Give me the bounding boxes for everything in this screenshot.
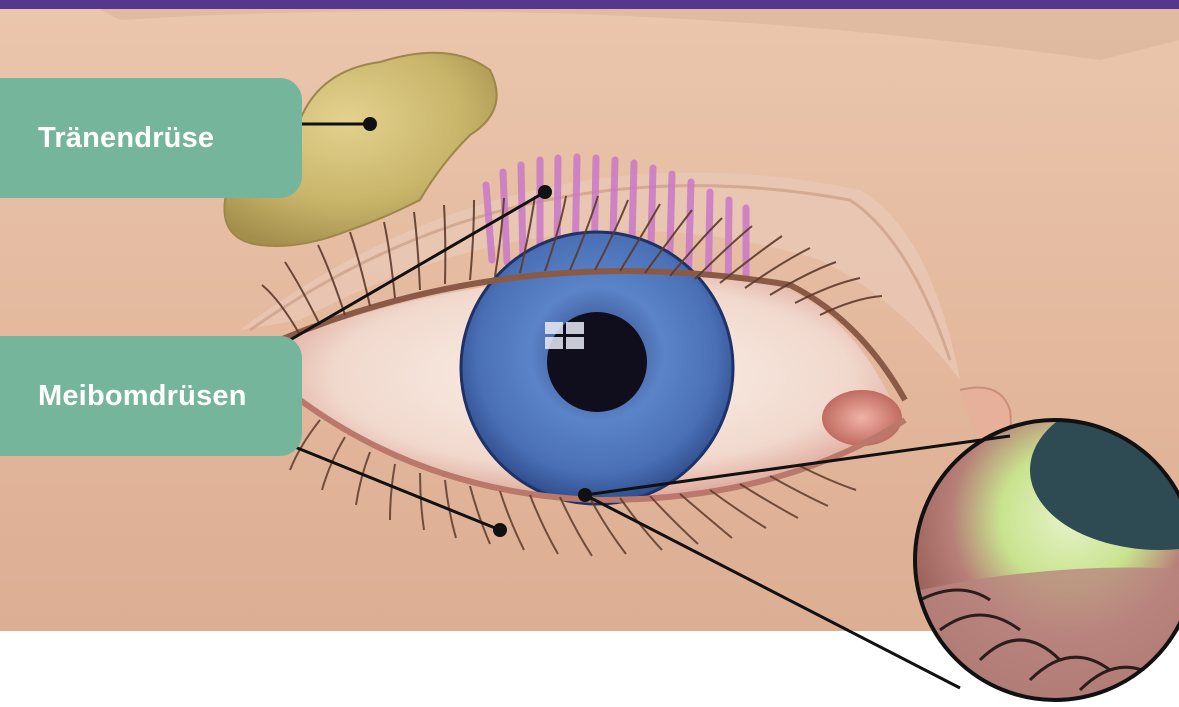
annotation-dot-meibomian-upper bbox=[538, 185, 552, 199]
label-lacrimal-gland-text: Tränendrüse bbox=[38, 122, 214, 155]
label-meibomian-glands-text: Meibomdrüsen bbox=[38, 380, 247, 413]
label-lacrimal-gland: Tränendrüse bbox=[0, 78, 302, 198]
annotation-dot-meibomian-lower bbox=[493, 523, 507, 537]
annotation-dot-lacrimal bbox=[363, 117, 377, 131]
caruncle bbox=[822, 390, 902, 446]
annotation-dot-lid-margin bbox=[578, 488, 592, 502]
label-meibomian-glands: Meibomdrüsen bbox=[0, 336, 302, 456]
